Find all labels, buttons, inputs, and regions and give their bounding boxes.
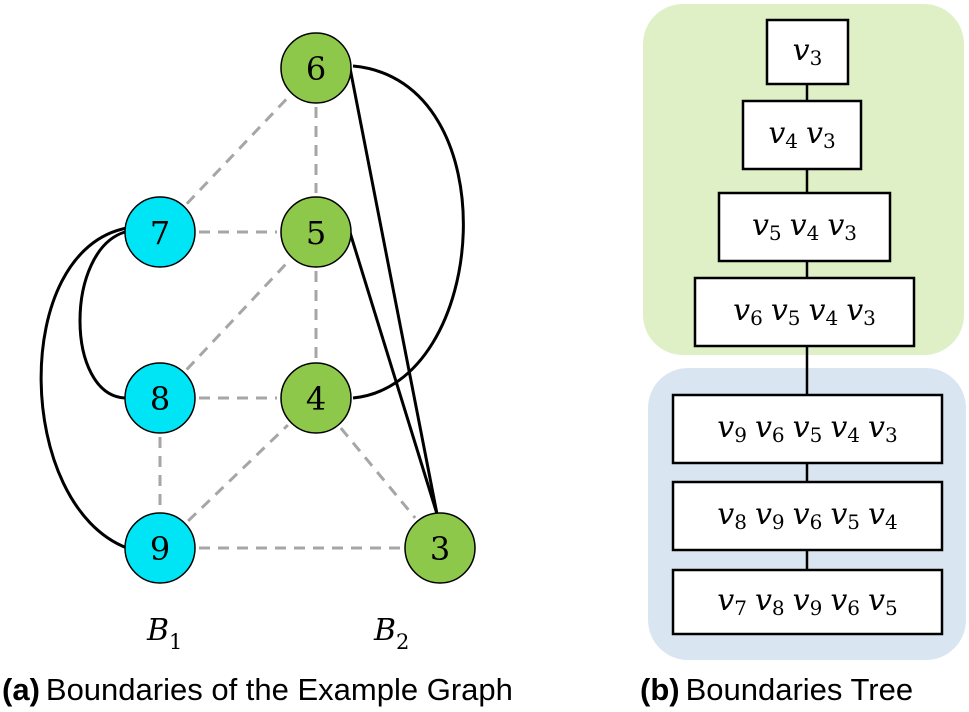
node-7: 7	[124, 196, 196, 268]
edge-8-5	[185, 259, 291, 371]
edge-5-3	[346, 225, 439, 515]
boundary-label-b2: B2	[373, 613, 409, 654]
edge-9-4	[187, 423, 289, 523]
tree-box-frame	[741, 99, 863, 171]
tree-box-frame	[671, 393, 944, 465]
caption-a: (a)Boundaries of the Example Graph	[2, 672, 513, 707]
tree-box-1: v3	[765, 18, 850, 86]
node-label: 9	[150, 530, 170, 568]
node-circle	[124, 196, 196, 268]
tree-box-frame	[717, 191, 892, 263]
edge-6-4	[352, 64, 465, 400]
node-circle	[280, 362, 352, 434]
node-label: 6	[306, 50, 326, 88]
tree-box-frame	[671, 480, 944, 552]
tree-box-frame	[765, 18, 850, 86]
edge-6-3	[348, 67, 439, 515]
tree-box-label: v3	[793, 33, 823, 71]
node-3: 3	[404, 512, 476, 584]
boundary-label-b1: B1	[146, 613, 182, 654]
upper-boundary-panel	[643, 4, 964, 355]
node-label: 7	[150, 214, 170, 252]
caption-b: (b)Boundaries Tree	[640, 672, 913, 707]
node-label: 5	[306, 214, 326, 252]
node-circle	[124, 512, 196, 584]
node-label: 4	[306, 380, 326, 418]
node-8: 8	[124, 362, 196, 434]
edge-7-8	[78, 230, 126, 400]
node-circle	[280, 32, 352, 104]
solid-edges	[39, 64, 465, 550]
node-circle	[404, 512, 476, 584]
node-circle	[280, 196, 352, 268]
node-4: 4	[280, 362, 352, 434]
node-circle	[124, 362, 196, 434]
edge-4-3	[339, 427, 417, 519]
node-label: 8	[150, 380, 170, 418]
node-6: 6	[280, 32, 352, 104]
node-5: 5	[280, 196, 352, 268]
edge-7-6	[185, 95, 291, 205]
node-9: 9	[124, 512, 196, 584]
graph-nodes: 6 5 4 3 7 8 9	[124, 32, 476, 584]
dashed-edges	[158, 95, 417, 550]
node-label: 3	[430, 530, 450, 568]
edge-7-9	[39, 226, 128, 550]
tree-box-frame	[693, 276, 916, 348]
tree-box-frame	[671, 568, 944, 636]
